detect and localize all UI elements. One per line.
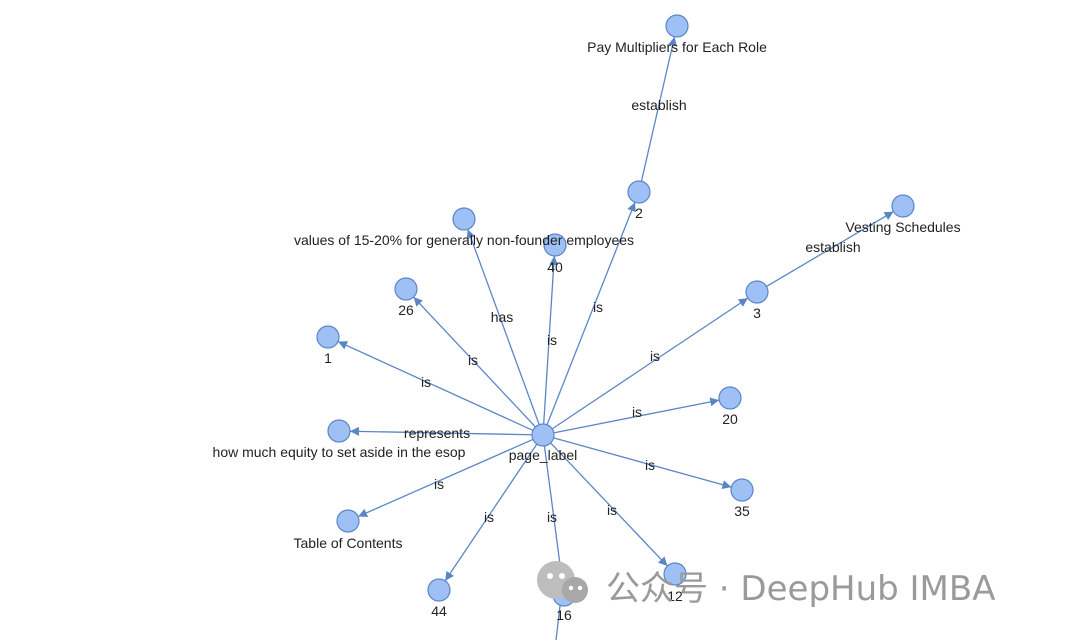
node-label-n26: 26 [398,302,414,318]
node-vest[interactable] [891,194,915,218]
edge-label: establish [631,97,686,113]
node-label-n2: 2 [635,205,643,221]
node-n2[interactable] [627,180,651,204]
edge-page_label-to-n26 [413,296,536,428]
node-label-n35: 35 [734,503,750,519]
node-label-pay: Pay Multipliers for Each Role [587,39,767,55]
edge-n2-to-pay [640,36,677,182]
node-label-howmuch: how much equity to set aside in the esop [213,444,466,460]
edge-page_label-to-howmuch [349,426,533,436]
node-howmuch[interactable] [327,419,351,443]
node-vals[interactable] [452,207,476,231]
node-n3[interactable] [745,280,769,304]
node-n44[interactable] [427,578,451,602]
edge-label: establish [805,239,860,255]
node-pay[interactable] [665,14,689,38]
edge-page_label-to-vals [466,229,540,425]
edge-page_label-to-n12 [550,442,668,567]
node-label-n3: 3 [753,305,761,321]
edge-label: is [650,348,660,364]
edge-page_label-to-n40 [543,255,559,425]
watermark-text: 公众号 · DeepHub IMBA [606,569,995,609]
node-n1[interactable] [316,325,340,349]
edge-page_label-to-n3 [551,297,749,430]
edge-page_label-to-n35 [553,437,732,490]
node-page_label[interactable] [531,423,555,447]
node-label-n44: 44 [431,603,447,619]
node-label-n1: 1 [324,350,332,366]
node-toc[interactable] [336,509,360,533]
node-label-vals: values of 15-20% for generally non-found… [294,232,634,248]
node-label-n12: 12 [667,588,683,604]
edge-n3-to-vest [766,211,894,287]
edge-label: is [645,457,655,473]
node-n20[interactable] [718,386,742,410]
node-n26[interactable] [394,277,418,301]
edge-label: is [468,352,478,368]
edge-page_label-to-n44 [444,443,538,582]
node-n12[interactable] [663,562,687,586]
edge-label: is [607,502,617,518]
edge-label: is [434,476,444,492]
edge-page_label-to-n1 [337,340,534,432]
edge-page_label-to-n16 [543,445,566,585]
edge-label: is [547,509,557,525]
node-label-page_label: page_label [509,447,578,463]
edge-label: has [491,309,514,325]
edge-label: is [421,374,431,390]
node-label-n20: 20 [722,411,738,427]
wechat-logo-icon [537,561,588,603]
node-label-n16: 16 [556,607,572,623]
edge-page_label-to-n20 [553,397,720,434]
edge-page_label-to-n2 [546,201,636,426]
edge-label: is [484,509,494,525]
node-n40[interactable] [543,233,567,257]
node-label-n40: 40 [547,259,563,275]
edge-label: is [593,299,603,315]
edge-label: is [547,332,557,348]
edge-label: is [632,404,642,420]
node-label-vest: Vesting Schedules [845,219,960,235]
node-n35[interactable] [730,478,754,502]
edge-label: represents [404,425,470,441]
watermark: 公众号 · DeepHub IMBA [537,561,995,609]
node-label-toc: Table of Contents [294,535,403,551]
edge-page_label-to-toc [357,438,534,518]
